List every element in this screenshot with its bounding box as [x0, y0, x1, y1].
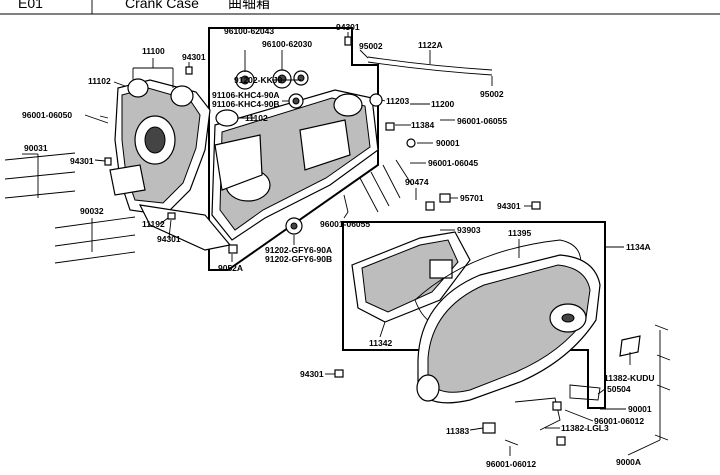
label-11382-KUDU: 11382-KUDU [604, 373, 655, 383]
gasket-strip [367, 56, 493, 76]
studs [4, 114, 136, 264]
label-96100-62043: 96100-62043 [224, 26, 274, 36]
label-91202-KKJ9: 91202-KKJ9 [234, 75, 282, 85]
label-91202-GFY6-90A: 91202-GFY6-90A [265, 245, 332, 255]
label-90001-b: 90001 [628, 404, 652, 414]
label-96100-62030: 96100-62030 [262, 39, 312, 49]
label-11203: 11203 [386, 96, 409, 106]
label-11192: 11192 [142, 219, 165, 229]
header-bar: E01 Crank Case 曲轴箱 [0, 0, 720, 15]
outer-cover [416, 254, 601, 404]
label-11383: 11383 [446, 426, 469, 436]
label-94301-f: 94301 [300, 369, 324, 379]
small-parts [104, 36, 541, 378]
label-95002-b: 95002 [480, 89, 504, 99]
bolts-row [343, 159, 413, 213]
label-94301-c: 94301 [157, 234, 181, 244]
label-95701: 95701 [460, 193, 484, 203]
label-94301-a: 94301 [182, 52, 206, 62]
label-1122A: 1122A [418, 40, 443, 50]
label-11342: 11342 [369, 338, 392, 348]
label-11102-left: 11102 [88, 76, 111, 86]
label-96001-06055-a: 96001-06055 [457, 116, 507, 126]
right-bolts [482, 324, 671, 446]
label-90032: 90032 [80, 206, 104, 216]
label-11200: 11200 [431, 99, 454, 109]
label-94301-d: 94301 [336, 22, 360, 32]
label-90031: 90031 [24, 143, 48, 153]
label-9052A: 9052A [218, 263, 243, 273]
label-94301-b: 94301 [70, 156, 94, 166]
right-crankcase-half [211, 89, 379, 241]
label-91202-GFY6-90B: 91202-GFY6-90B [265, 254, 332, 264]
label-11100: 11100 [142, 46, 165, 56]
header-code: E01 [18, 0, 43, 11]
label-91106-KHC4-90B: 91106-KHC4-90B [212, 99, 280, 109]
label-11382-LGL3: 11382-LGL3 [561, 423, 609, 433]
crankcase-group-box [208, 27, 379, 271]
label-9000A: 9000A [616, 457, 641, 467]
label-11384: 11384 [411, 120, 434, 130]
label-96001-06012-b: 96001-06012 [486, 459, 536, 469]
label-91106-KHC4-90A: 91106-KHC4-90A [212, 90, 280, 100]
label-1134A: 1134A [626, 242, 651, 252]
label-11102-right: 11102 [245, 113, 268, 123]
cover-group-box [342, 221, 606, 409]
label-90001-a: 90001 [436, 138, 460, 148]
label-96001-06045: 96001-06045 [428, 158, 478, 168]
left-crankcase-half [109, 78, 232, 251]
label-96001-06055-b: 96001-06055 [320, 219, 370, 229]
label-50504: 50504 [607, 384, 631, 394]
label-96001-06050: 96001-06050 [22, 110, 72, 120]
label-93903: 93903 [457, 225, 481, 235]
label-94301-e: 94301 [497, 201, 521, 211]
label-96001-06012-a: 96001-06012 [594, 416, 644, 426]
label-95002-a: 95002 [359, 41, 383, 51]
leader-lines [22, 32, 661, 456]
part-labels: 11100 11102 94301 96001-06050 90031 9430… [22, 22, 655, 469]
header-title: Crank Case [125, 0, 199, 11]
inner-cover [351, 231, 471, 323]
label-90474: 90474 [405, 177, 429, 187]
label-11395: 11395 [508, 228, 531, 238]
header-title-cn: 曲轴箱 [228, 0, 270, 11]
